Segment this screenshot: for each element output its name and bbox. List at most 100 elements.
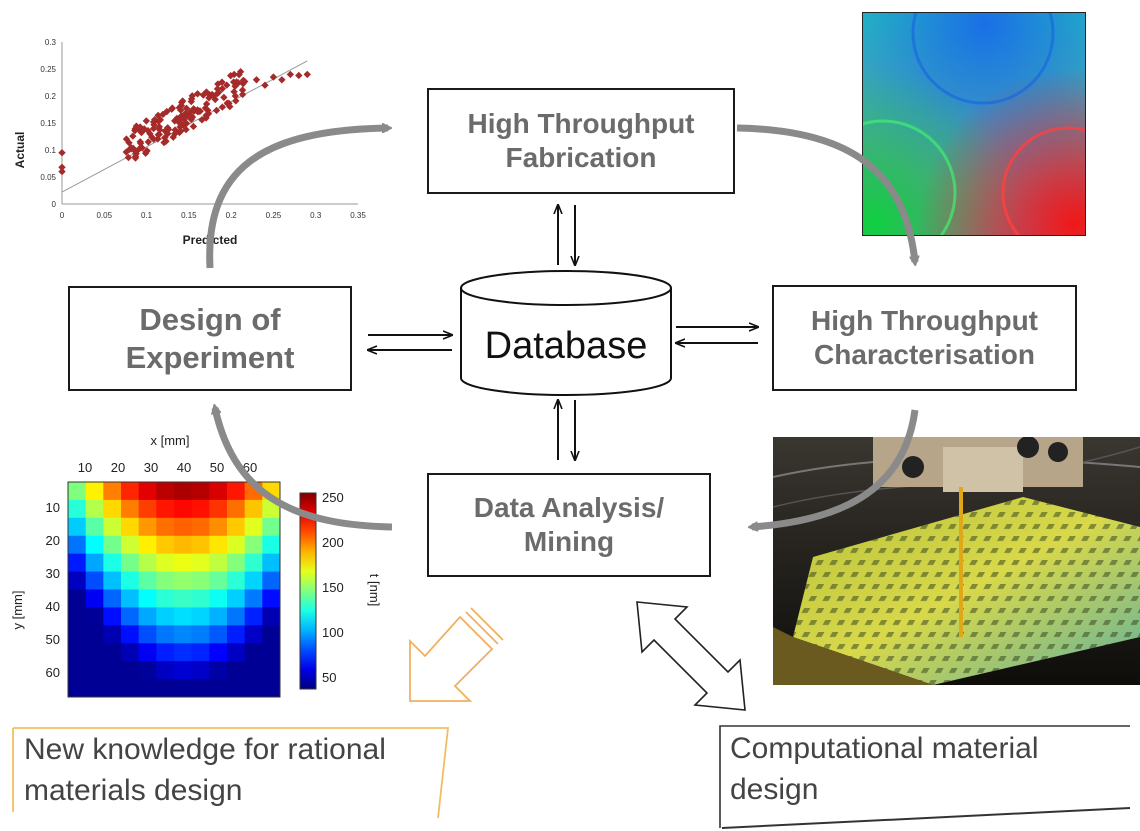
- heatmap-cell: [174, 535, 193, 555]
- heatmap-cell: [244, 571, 263, 590]
- scatter-x-tick: 0.05: [96, 211, 112, 220]
- scatter-x-tick: 0.3: [310, 211, 322, 220]
- heatmap-cell: [121, 535, 140, 555]
- heatmap-cell: [244, 553, 263, 573]
- heatmap-cell: [244, 661, 263, 680]
- database-label: Database: [485, 325, 648, 367]
- scatter-x-tick: 0.15: [181, 211, 197, 220]
- scatter-point: [214, 80, 222, 88]
- scatter-point: [204, 109, 213, 118]
- colorbar-tick: 200: [322, 535, 344, 550]
- heatmap-x-tick: 40: [177, 460, 191, 475]
- heatmap-cell: [85, 535, 104, 555]
- heatmap-cell: [262, 679, 281, 698]
- scatter-point: [169, 133, 177, 141]
- heatmap-cell: [227, 553, 246, 573]
- heatmap-cell: [103, 517, 122, 537]
- heatmap-cell: [262, 571, 281, 590]
- heatmap-cell: [68, 517, 87, 537]
- heatmap-cell: [174, 625, 193, 644]
- heatmap-y-tick: 40: [46, 599, 60, 614]
- scatter-x-tick: 0: [60, 211, 65, 220]
- heatmap-cell: [85, 553, 104, 573]
- scatter-point: [303, 70, 311, 79]
- heatmap-cell: [121, 517, 140, 537]
- heatmap-cell: [156, 553, 175, 573]
- heatmap-cell: [85, 679, 104, 698]
- heatmap-cell: [174, 607, 193, 626]
- colorbar-tick: 250: [322, 490, 344, 505]
- scatter-y-tick: 0: [52, 200, 57, 209]
- node-design-of-experiment: Design of Experiment: [68, 286, 352, 391]
- arrow-characterisation-to-analysis: [752, 409, 919, 527]
- heatmap-cell: [103, 571, 122, 590]
- printer-photo: [773, 437, 1140, 685]
- heatmap-cell: [244, 535, 263, 555]
- heatmap-cell: [209, 643, 228, 662]
- heatmap-x-label: x [mm]: [151, 433, 190, 448]
- heatmap-cell: [227, 679, 246, 698]
- scatter-point: [189, 122, 198, 131]
- characterisation-line1: High Throughput: [810, 304, 1039, 336]
- heatmap-cell: [121, 679, 140, 698]
- heatmap-cell: [209, 517, 228, 537]
- heatmap-y-tick: 20: [46, 533, 60, 548]
- heatmap-cell: [244, 517, 263, 537]
- scatter-point: [155, 123, 163, 131]
- heatmap-cell: [85, 571, 104, 590]
- scatter-point: [238, 90, 247, 99]
- colorbar: [299, 492, 317, 690]
- heatmap-cell: [262, 589, 281, 608]
- heatmap-cell: [209, 553, 228, 573]
- scatter-y-tick: 0.05: [40, 173, 56, 182]
- scatter-point: [176, 102, 185, 110]
- scatter-point: [230, 88, 238, 96]
- knowledge-arrow-icon: [409, 607, 504, 702]
- heatmap-cell: [244, 607, 263, 626]
- heatmap-cell: [138, 661, 157, 680]
- colorbar-label: t [nm]: [367, 574, 382, 607]
- heatmap-cell: [191, 625, 210, 644]
- heatmap-cell: [191, 535, 210, 555]
- scatter-point: [198, 116, 206, 124]
- scatter-point: [220, 93, 228, 102]
- scatter-point: [261, 81, 269, 89]
- heatmap-cell: [121, 661, 140, 680]
- heatmap-cell: [244, 499, 263, 519]
- heatmap-cell: [68, 553, 87, 573]
- exchange-arrows-left: [368, 335, 452, 350]
- heatmap-cell: [191, 643, 210, 662]
- heatmap-cell: [121, 625, 140, 644]
- scatter-point: [154, 117, 163, 126]
- node-database: Database: [460, 270, 672, 396]
- heatmap-cell: [227, 517, 246, 537]
- heatmap-cell: [227, 535, 246, 555]
- scatter-point: [234, 79, 242, 87]
- heatmap-cell: [68, 643, 87, 662]
- scatter-point: [188, 92, 196, 100]
- scatter-point: [154, 111, 162, 120]
- heatmap-cell: [138, 679, 157, 698]
- color-map-image: [862, 12, 1086, 236]
- colorbar-tick: 50: [322, 670, 336, 685]
- heatmap-cell: [244, 679, 263, 698]
- heatmap-cell: [138, 517, 157, 537]
- heatmap-cell: [68, 625, 87, 644]
- scatter-point: [141, 149, 150, 157]
- heatmap-cell: [156, 535, 175, 555]
- exchange-arrows-bottom: [558, 400, 575, 460]
- scatter-point: [286, 70, 295, 79]
- scatter-point: [171, 117, 179, 125]
- heatmap-cell: [68, 571, 87, 590]
- scatter-point: [177, 106, 185, 114]
- scatter-point: [142, 117, 150, 125]
- scatter-point: [239, 76, 248, 85]
- heatmap-cell: [85, 589, 104, 608]
- heatmap-cell: [103, 589, 122, 608]
- computational-arrow-icon: [636, 601, 746, 711]
- scatter-point: [129, 132, 137, 140]
- heatmap-cell: [103, 625, 122, 644]
- heatmap-cell: [227, 482, 246, 501]
- scatter-point: [223, 81, 231, 89]
